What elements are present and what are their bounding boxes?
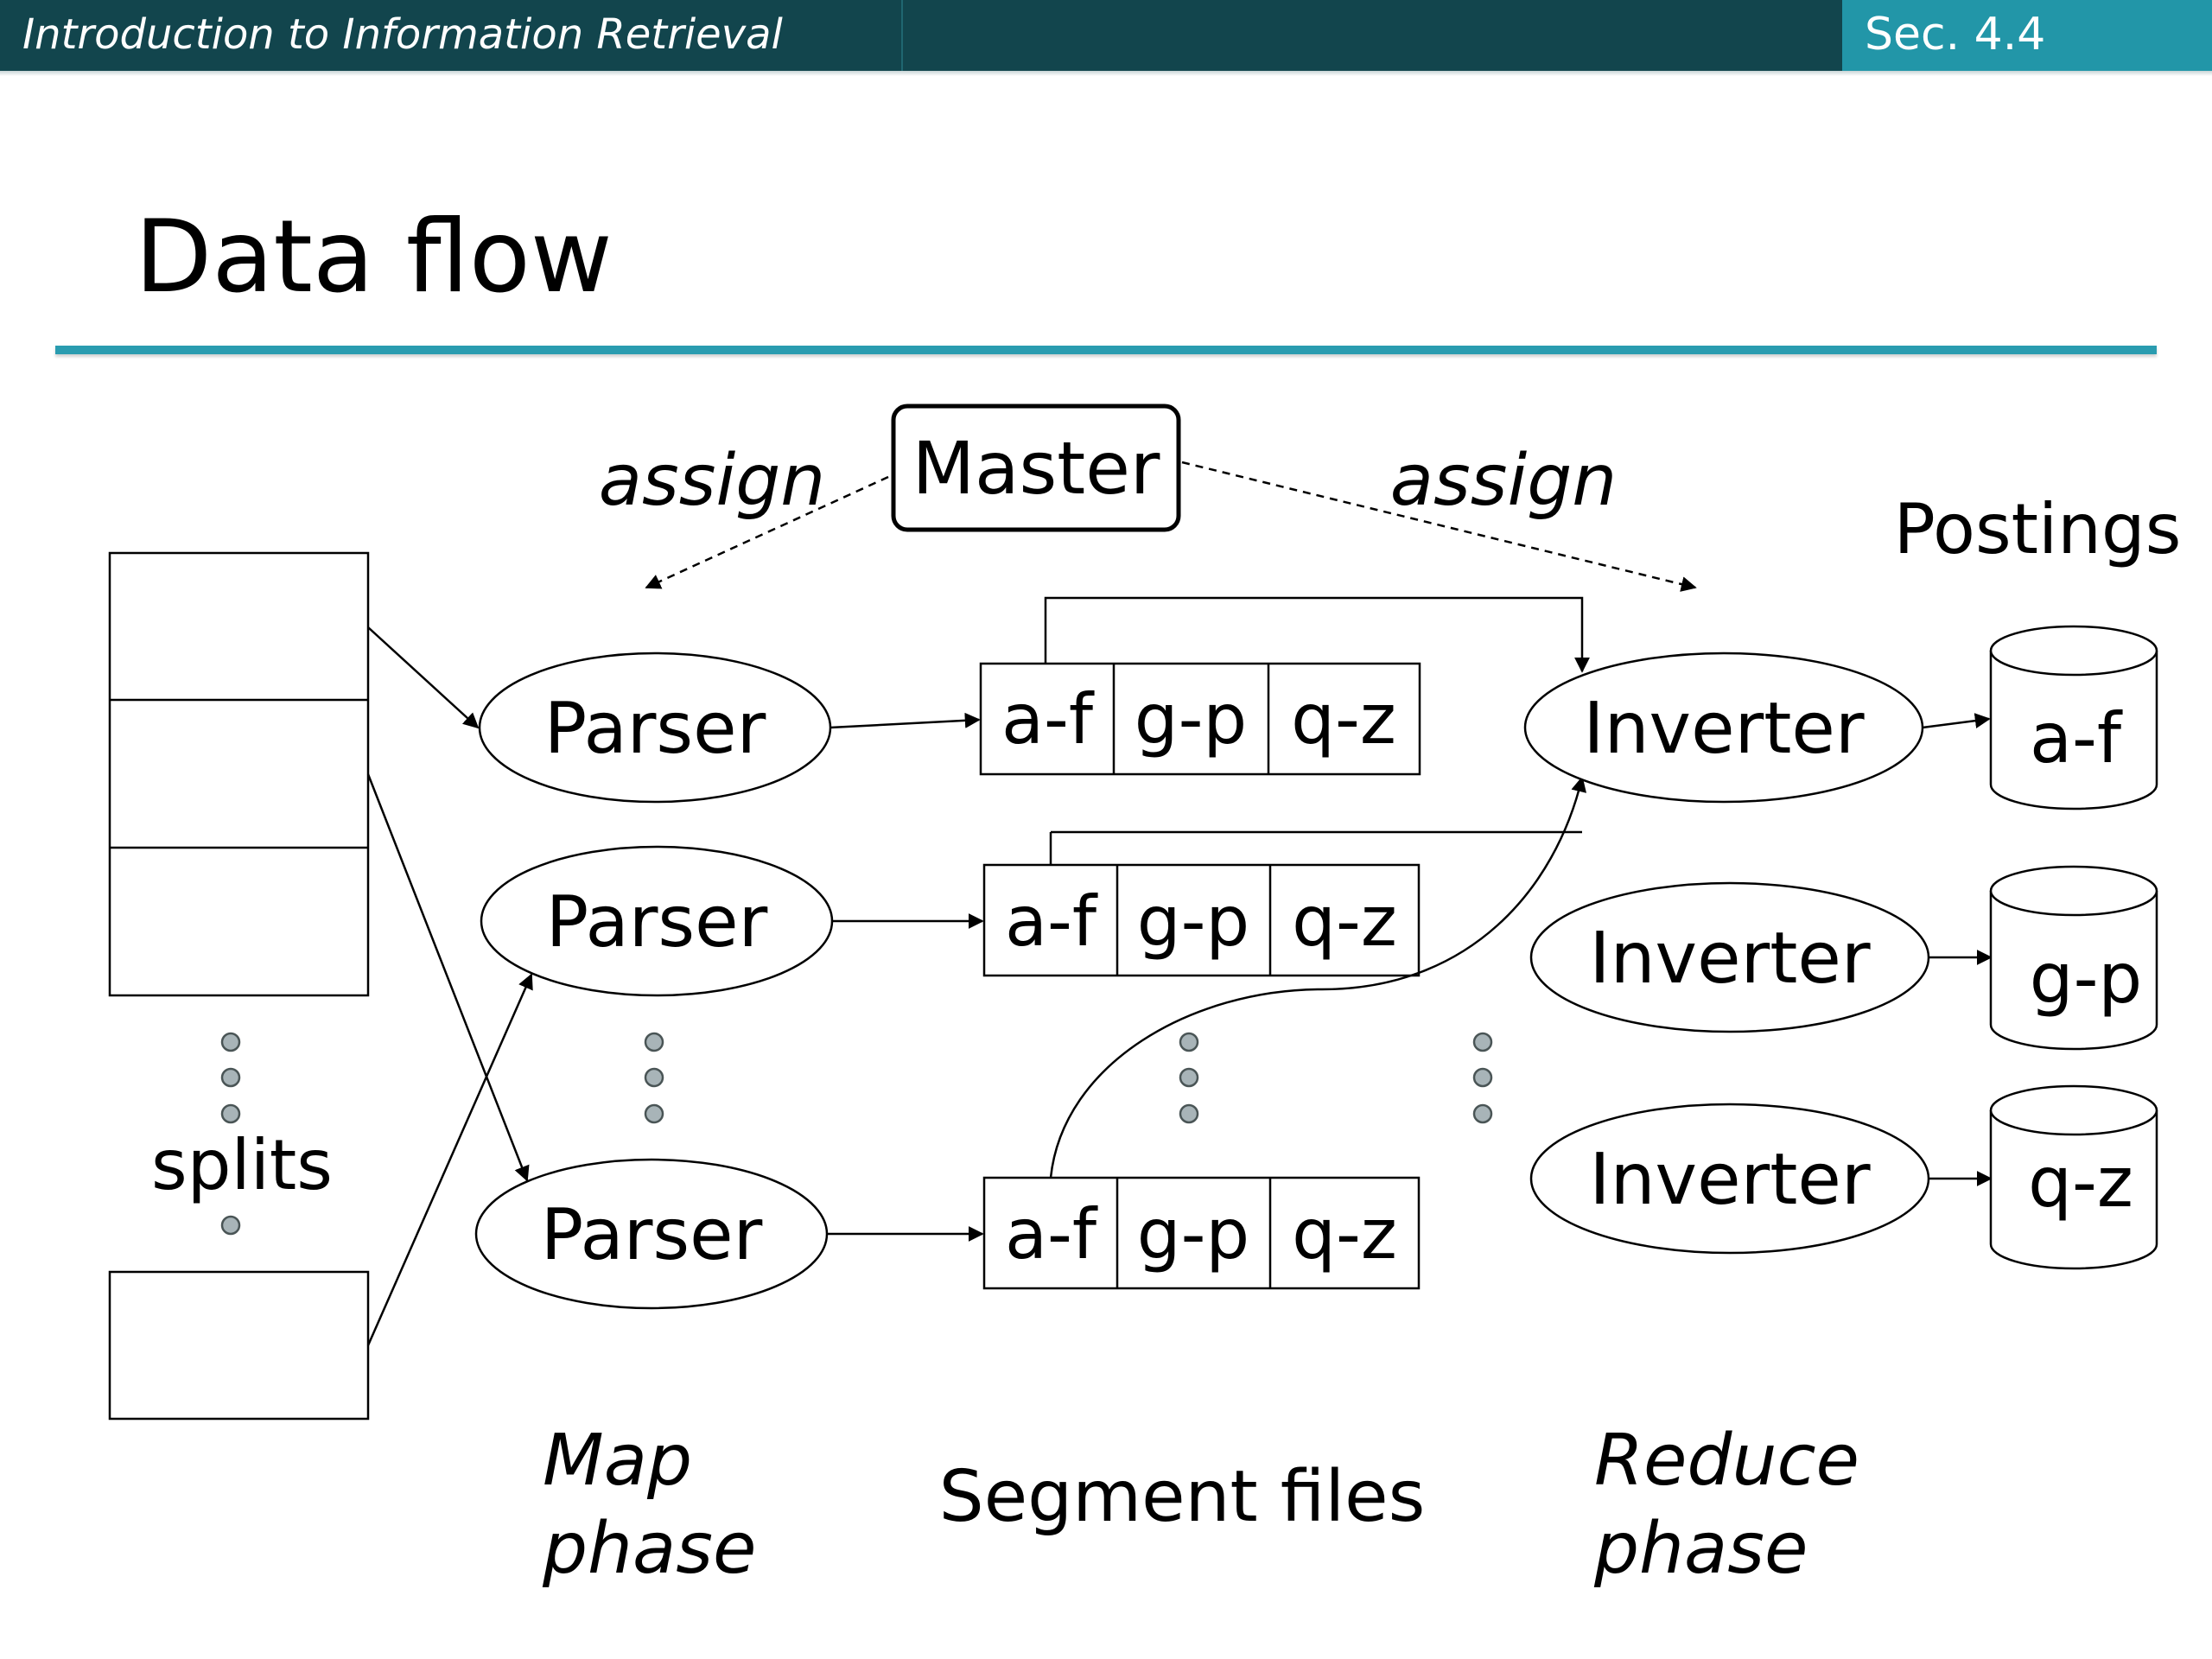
inverter-ellipsis xyxy=(1472,1032,1493,1124)
inverter-3-label: Inverter xyxy=(1589,1139,1870,1221)
parser-1-arrow xyxy=(830,712,981,729)
inverter-2: Inverter xyxy=(1529,881,1930,1033)
parser-1-label: Parser xyxy=(544,688,766,770)
assign-arrow-right xyxy=(1181,461,1697,592)
segment-1-gp: g-p xyxy=(1135,679,1247,760)
section-label: Sec. 4.4 xyxy=(1865,9,2046,60)
splits-stack xyxy=(108,551,370,1421)
parser-3: Parser xyxy=(474,1158,829,1310)
segment-file-1: a-f g-p q-z xyxy=(979,662,1421,776)
segment-3-af: a-f xyxy=(1005,1194,1098,1274)
assign-left-label: assign xyxy=(599,440,826,522)
segment-1-af: a-f xyxy=(1001,679,1095,760)
splits-ellipsis xyxy=(220,1032,241,1236)
parser-2-label: Parser xyxy=(546,881,768,963)
postings-cylinder-2: g-p xyxy=(1989,865,2158,1051)
segment-files-label: Segment files xyxy=(939,1456,1426,1538)
segment-file-3: a-f g-p q-z xyxy=(982,1176,1421,1290)
segment-2-gp: g-p xyxy=(1137,881,1249,962)
inverter-2-label: Inverter xyxy=(1589,918,1870,1000)
assign-right-label: assign xyxy=(1390,440,1618,522)
postings-cylinder-3: q-z xyxy=(1989,1084,2158,1270)
reduce-phase-line-1: Reduce xyxy=(1594,1420,1859,1502)
segment-file-2: a-f g-p q-z xyxy=(982,863,1421,977)
splits-label: splits xyxy=(151,1125,333,1205)
section-badge: Sec. 4.4 xyxy=(1842,0,2212,71)
segment-3-qz: q-z xyxy=(1292,1194,1397,1274)
parser-ellipsis xyxy=(644,1032,664,1124)
inverter-1-arrow xyxy=(1922,713,1991,729)
postings-cylinder-1: a-f xyxy=(1989,625,2158,810)
master-label: Master xyxy=(912,426,1160,511)
parser-3-label: Parser xyxy=(541,1194,763,1276)
parser-1: Parser xyxy=(478,652,832,804)
title-rule xyxy=(55,346,2157,354)
map-phase-line-2: phase xyxy=(542,1508,756,1590)
split-arrow-2 xyxy=(366,773,530,1182)
af-collect-arrow-1 xyxy=(1044,596,1590,673)
inverter-1-label: Inverter xyxy=(1583,688,1864,770)
split-arrow-3 xyxy=(366,973,533,1346)
slide-title: Data flow xyxy=(135,199,613,315)
split-arrow-1 xyxy=(367,626,480,729)
header-divider xyxy=(901,0,903,71)
header-shadow xyxy=(0,71,2212,76)
af-collect-curve-3 xyxy=(1049,776,1586,1179)
course-title: Introduction to Information Retrieval xyxy=(22,10,783,59)
reduce-phase-line-2: phase xyxy=(1593,1508,1808,1590)
inverter-3: Inverter xyxy=(1529,1103,1930,1255)
master-node: Master xyxy=(891,404,1181,532)
segment-ellipsis xyxy=(1179,1032,1199,1124)
postings-3-label: q-z xyxy=(2028,1142,2133,1223)
segment-2-qz: q-z xyxy=(1292,881,1397,962)
map-phase-line-1: Map xyxy=(543,1420,692,1502)
inverter-1: Inverter xyxy=(1523,652,1924,804)
assign-arrow-left xyxy=(645,475,889,589)
postings-2-label: g-p xyxy=(2030,938,2142,1019)
postings-1-label: a-f xyxy=(2030,698,2123,779)
segment-1-qz: q-z xyxy=(1291,679,1396,760)
segment-2-af: a-f xyxy=(1005,881,1098,962)
postings-label: Postings xyxy=(1894,489,2182,569)
parser-2: Parser xyxy=(480,845,834,997)
header-bar: Introduction to Information Retrieval Se… xyxy=(0,0,2212,71)
segment-3-gp: g-p xyxy=(1137,1194,1249,1274)
